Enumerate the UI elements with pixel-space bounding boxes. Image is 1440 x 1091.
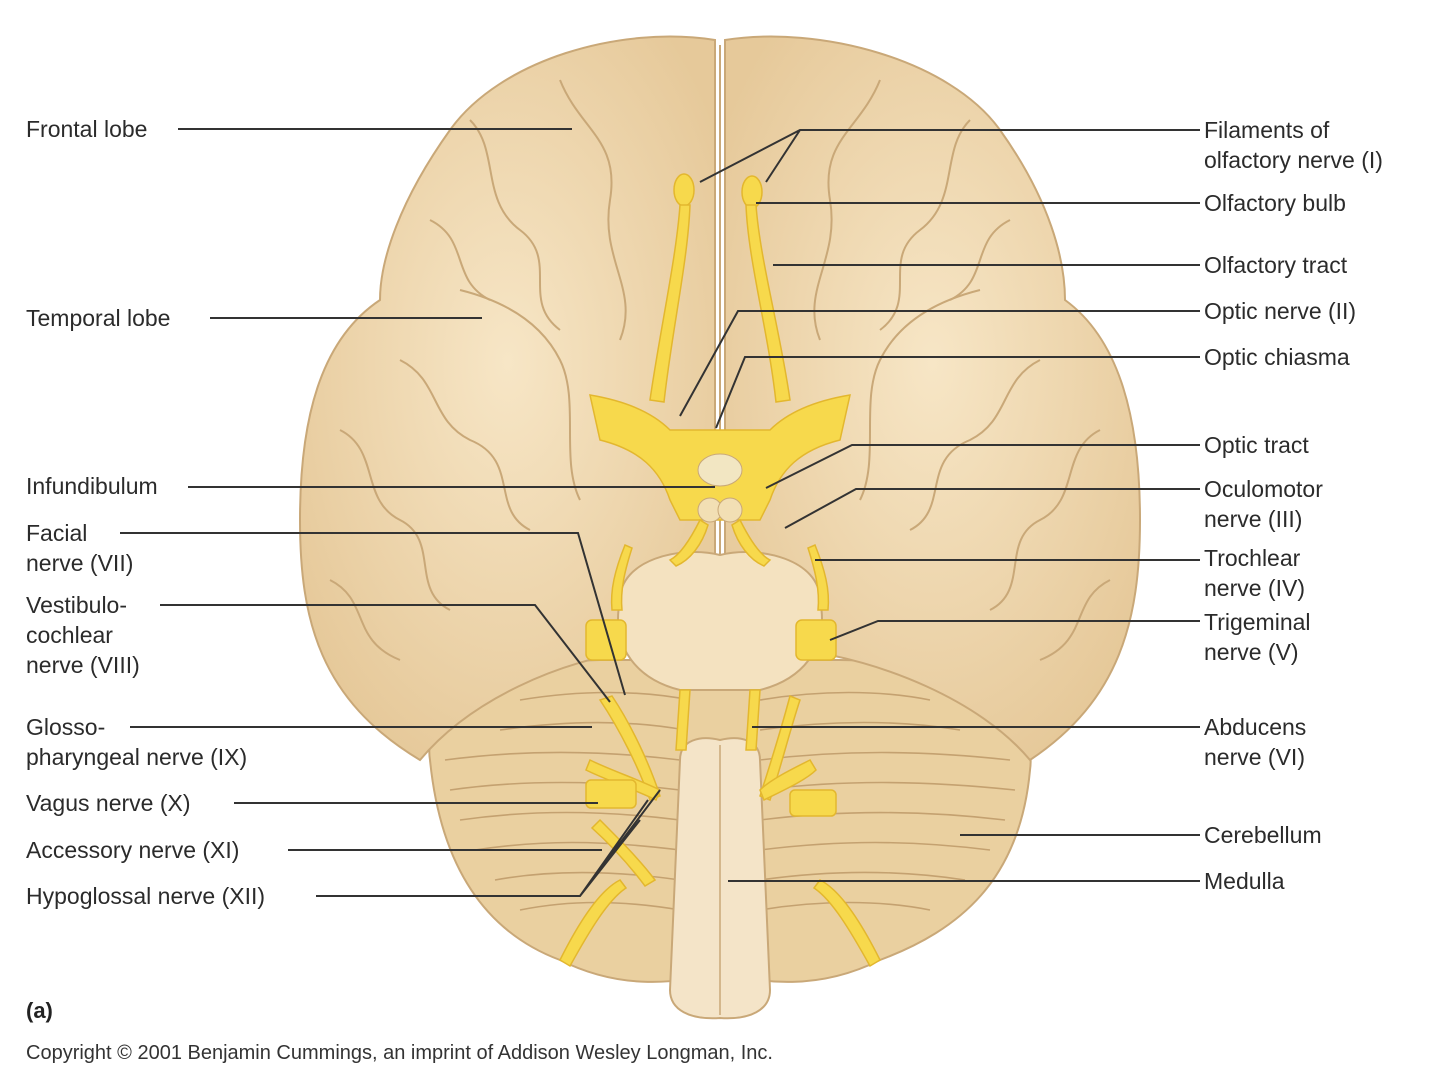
label-frontal-lobe: Frontal lobe	[26, 116, 148, 142]
leader-trigeminal-nerve	[829, 620, 1200, 641]
leader-filaments-olfactory	[699, 129, 1200, 183]
label-olfactory-tract: Olfactory tract	[1204, 252, 1348, 278]
label-trochlear-nerve: Trochlear nerve (IV)	[1204, 545, 1305, 601]
cerebellum-folia	[444, 691, 1016, 911]
leader-oculomotor-nerve	[784, 488, 1200, 529]
label-oculomotor-nerve: Oculomotor nerve (III)	[1204, 476, 1323, 532]
label-hypoglossal-nerve: Hypoglossal nerve (XII)	[26, 883, 266, 909]
label-temporal-lobe: Temporal lobe	[26, 305, 171, 331]
label-vestibulocochlear-nerve: Vestibulo- cochlear nerve (VIII)	[26, 592, 140, 678]
leader-lines	[120, 128, 1200, 897]
label-optic-nerve: Optic nerve (II)	[1204, 298, 1357, 324]
label-medulla: Medulla	[1204, 868, 1285, 894]
label-trigeminal-nerve: Trigeminal nerve (V)	[1204, 609, 1311, 665]
leader-optic-chiasma	[715, 356, 1200, 429]
label-optic-chiasma: Optic chiasma	[1204, 344, 1350, 370]
leader-facial-nerve	[120, 532, 626, 696]
pons-shape	[617, 551, 823, 691]
leader-hypoglossal-nerve	[316, 789, 661, 897]
label-olfactory-bulb: Olfactory bulb	[1204, 190, 1346, 216]
leader-optic-tract	[765, 444, 1200, 489]
label-cerebellum: Cerebellum	[1204, 822, 1322, 848]
copyright-notice: Copyright © 2001 Benjamin Cummings, an i…	[26, 1042, 773, 1064]
label-abducens-nerve: Abducens nerve (VI)	[1204, 714, 1307, 770]
label-filaments-olfactory: Filaments of olfactory nerve (I)	[1204, 117, 1383, 173]
label-accessory-nerve: Accessory nerve (XI)	[26, 837, 240, 863]
left-hemisphere-shape	[298, 35, 716, 762]
panel-letter: (a)	[26, 998, 53, 1023]
right-hemisphere-shape	[724, 35, 1142, 762]
label-facial-nerve: Facial nerve (VII)	[26, 520, 134, 576]
leader-optic-nerve	[679, 310, 1200, 417]
label-infundibulum: Infundibulum	[26, 473, 158, 499]
label-vagus-nerve: Vagus nerve (X)	[26, 790, 191, 816]
leader-vestibulocochlear-nerve	[160, 604, 611, 703]
label-optic-tract: Optic tract	[1204, 432, 1309, 458]
label-glossopharyngeal-nerve: Glosso- pharyngeal nerve (IX)	[26, 714, 248, 770]
